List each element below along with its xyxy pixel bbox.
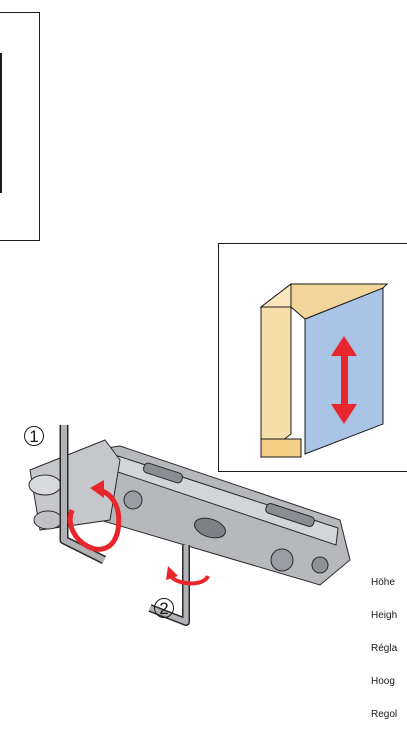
slot-3	[194, 517, 226, 539]
plate-foot	[33, 510, 63, 530]
caption-line-nl: Hoog	[371, 676, 395, 687]
slot-1	[142, 462, 184, 484]
allen-key-1	[61, 425, 106, 563]
screw-3-icon	[311, 556, 329, 574]
caption-line-it: Regol	[371, 709, 398, 720]
detail-inset-frame	[218, 243, 407, 472]
door-top-edge	[290, 283, 389, 320]
left-panel-frame	[0, 12, 40, 241]
rotate-arrow-1-head	[90, 480, 104, 498]
rotate-arrow-1-icon	[67, 487, 122, 552]
slot-2	[265, 503, 315, 527]
plate-hole	[28, 474, 62, 496]
cabinet-door-illustration	[259, 282, 389, 459]
caption-line-en: Heigh	[371, 610, 398, 621]
height-arrow-icon	[331, 336, 357, 424]
panel-edge	[0, 53, 2, 193]
step-1-callout: 1	[24, 426, 44, 446]
adjustment-caption: Höhe Heigh Régla Hoog Regol	[371, 555, 407, 731]
cabinet-base	[260, 438, 302, 458]
step-2-callout: 2	[154, 598, 174, 618]
caption-line-de: Höhe	[371, 577, 395, 588]
screw-1-icon	[123, 490, 143, 510]
rotate-arrow-2-head	[166, 566, 178, 580]
screw-2-icon	[270, 548, 294, 572]
hinge-illustration	[28, 425, 351, 626]
